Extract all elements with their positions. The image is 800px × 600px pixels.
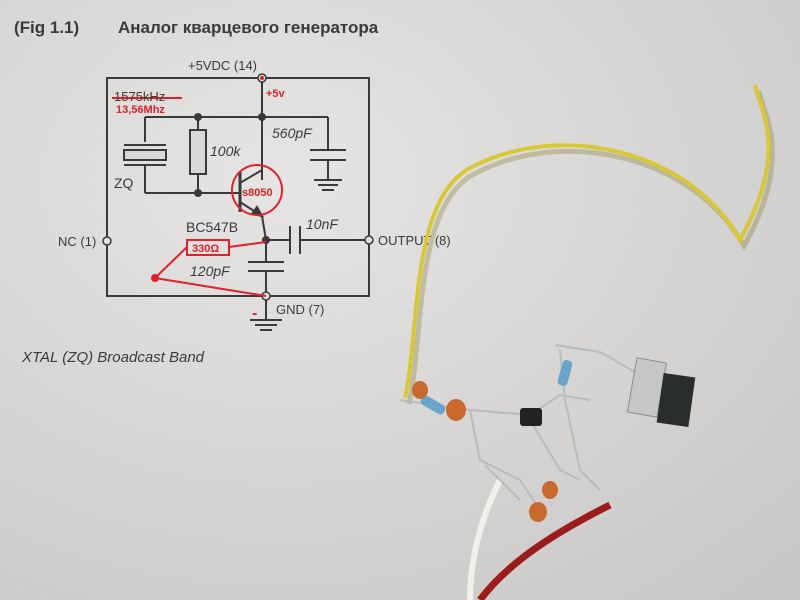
transistor-circle <box>231 164 283 216</box>
white-wire <box>467 478 503 600</box>
transistor-old-label: BC547B <box>186 219 238 235</box>
junction-dots <box>194 113 270 244</box>
capacitor-4 <box>542 481 558 499</box>
capacitor-3 <box>529 502 547 522</box>
frequency-old: 1575kHz <box>114 89 165 104</box>
frequency-new: 13,56Mhz <box>116 104 165 116</box>
nc-pin-label: NC (1) <box>58 234 96 249</box>
crystal-body <box>123 149 167 161</box>
annotation-node <box>151 274 159 282</box>
cap-560pf-label: 560pF <box>272 125 313 141</box>
crystal-label: ZQ <box>114 175 134 191</box>
transistor-new-label: s8050 <box>242 187 273 199</box>
red-wire <box>477 501 612 600</box>
resistor-100k <box>189 129 207 175</box>
yellow-wire-shadow <box>406 90 775 405</box>
built-circuit-photo <box>399 84 775 600</box>
figure-title: Аналог кварцевого генератора <box>118 18 379 37</box>
cap-120pf-label: 120pF <box>190 263 231 279</box>
yellow-wire <box>403 84 771 399</box>
red-annotations <box>112 97 283 297</box>
gnd-pin-label: GND (7) <box>276 302 324 317</box>
capacitor-2 <box>412 381 428 399</box>
supply-label: +5VDC (14) <box>188 58 257 73</box>
figure-number: (Fig 1.1) <box>14 18 79 37</box>
resistor-330-label: 330Ω <box>192 243 219 255</box>
transistor-package <box>520 408 542 426</box>
crystal-shadow <box>656 373 696 427</box>
supply-mark: +5v <box>266 88 286 100</box>
resistor-1 <box>420 395 446 415</box>
figure-caption: XTAL (ZQ) Broadcast Band <box>21 349 205 366</box>
output-pin-label: OUTPUT (8) <box>378 233 451 248</box>
resistor-100k-label: 100k <box>210 143 241 159</box>
capacitor-1 <box>446 399 466 421</box>
schematic-box <box>106 77 370 297</box>
gnd-mark: - <box>252 305 257 322</box>
cap-10nf-label: 10nF <box>306 216 339 232</box>
resistor-2 <box>557 360 573 386</box>
